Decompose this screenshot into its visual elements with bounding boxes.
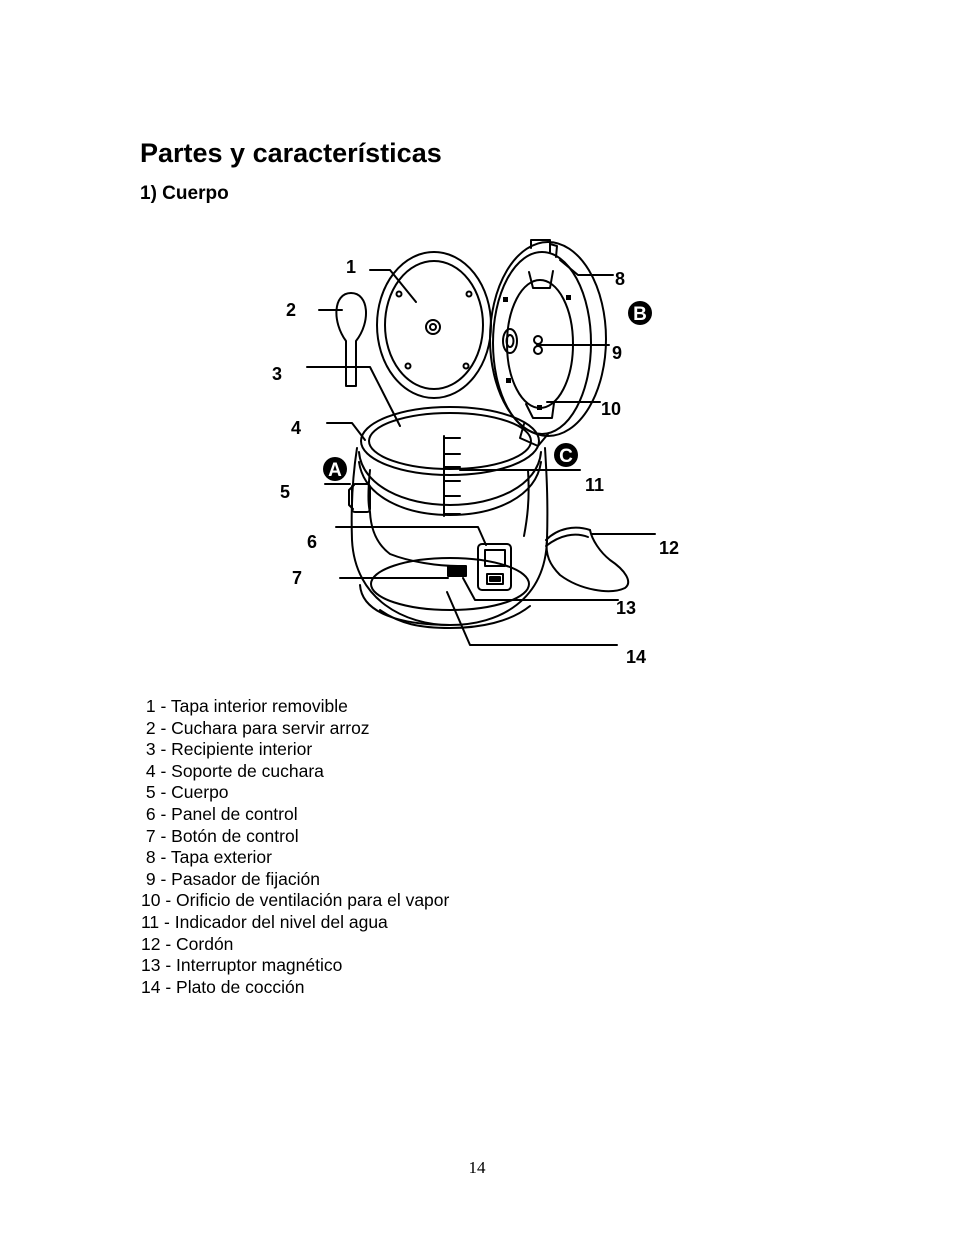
control-panel-drawing [477, 543, 512, 591]
callout-8: 8 [615, 269, 625, 289]
leader-lines [306, 259, 656, 646]
callout-1: 1 [346, 257, 356, 277]
callout-12: 12 [659, 538, 679, 558]
callout-14: 14 [626, 647, 646, 667]
part-item: 1 - Tapa interior removible [141, 696, 348, 716]
part-item: 12 - Cordón [141, 933, 234, 954]
part-item: 7 - Botón de control [141, 825, 299, 846]
callout-5: 5 [280, 482, 290, 502]
part-item: 9 - Pasador de fijación [141, 868, 320, 889]
callout-2: 2 [286, 300, 296, 320]
parts-list: 1 - Tapa interior removible 2 - Cuchara … [141, 696, 449, 998]
part-item: 5 - Cuerpo [141, 782, 229, 803]
callout-11: 11 [585, 475, 604, 495]
section-marker-b: B [633, 304, 647, 325]
rice-cooker-diagram: 1 2 3 4 5 6 7 8 9 10 11 12 13 14 A B C [272, 239, 679, 667]
outer-lid-drawing [489, 239, 607, 447]
part-item: 14 - Plato de cocción [141, 976, 305, 997]
section-title: 1) Cuerpo [140, 183, 229, 204]
page-title: Partes y características [140, 138, 442, 168]
callout-13: 13 [616, 598, 636, 618]
callout-6: 6 [307, 532, 317, 552]
callout-3: 3 [272, 364, 282, 384]
part-item: 6 - Panel de control [141, 803, 298, 824]
cooker-body-drawing [348, 406, 630, 629]
part-item: 4 - Soporte de cuchara [141, 760, 324, 781]
water-level-indicator-drawing [443, 435, 461, 517]
part-item: 13 - Interruptor magnético [141, 955, 343, 976]
callout-9: 9 [612, 343, 622, 363]
page-number: 14 [468, 1158, 486, 1177]
section-marker-c: C [559, 446, 573, 467]
callout-10: 10 [601, 399, 621, 419]
part-item: 3 - Recipiente interior [141, 739, 313, 760]
rice-spoon-drawing [335, 292, 368, 387]
part-item: 8 - Tapa exterior [141, 847, 272, 868]
callout-7: 7 [292, 568, 302, 588]
part-item: 11 - Indicador del nivel del agua [141, 911, 388, 932]
outer-lid-marks [503, 295, 571, 410]
part-item: 10 - Orificio de ventilación para el vap… [141, 890, 450, 911]
callout-4: 4 [291, 418, 301, 438]
section-marker-a: A [328, 460, 342, 481]
part-item: 2 - Cuchara para servir arroz [141, 717, 370, 738]
section-marker-shapes [323, 301, 652, 481]
